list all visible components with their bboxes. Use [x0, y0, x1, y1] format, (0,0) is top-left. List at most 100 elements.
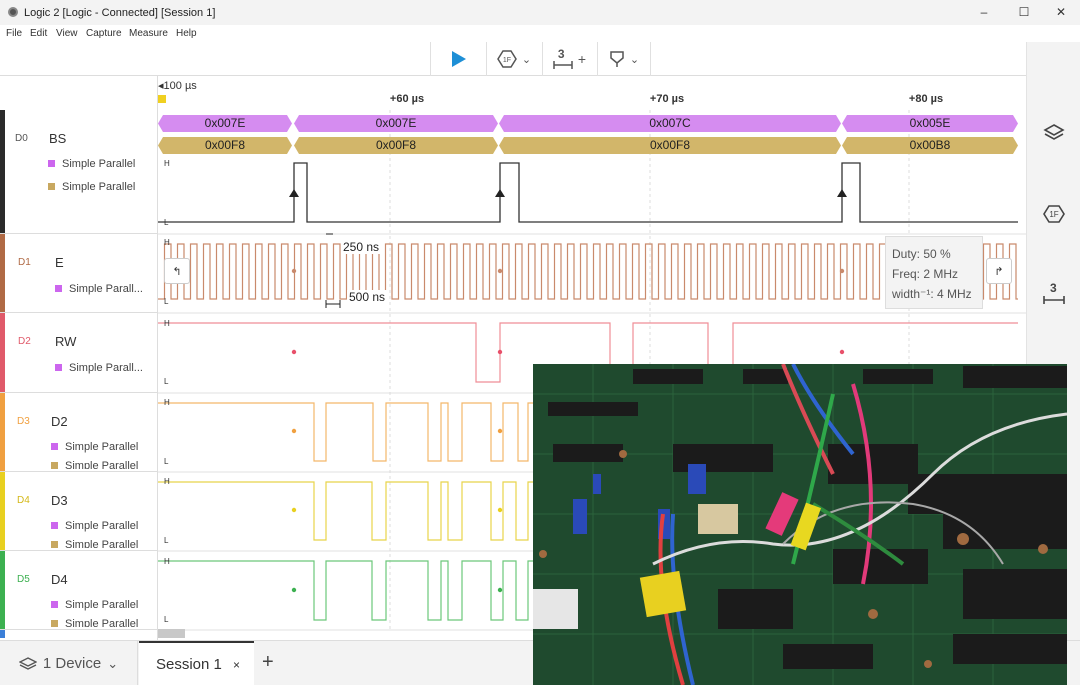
channel-row-d1[interactable]: D1 E Simple Parall... [0, 234, 158, 313]
analyzer-label[interactable]: Simple Parallel... [51, 539, 139, 548]
menu-bar: File Edit View Capture Measure Help [0, 25, 1080, 42]
next-edge-button[interactable]: ↱ [986, 258, 1012, 284]
high-level-marker: H [164, 477, 170, 486]
channel-name[interactable]: RW [55, 334, 77, 349]
menu-help[interactable]: Help [176, 28, 197, 39]
trigger-panel-icon[interactable]: 1F [1042, 203, 1066, 225]
maximize-icon[interactable]: ☐ [1018, 5, 1030, 19]
channel-name[interactable]: E [55, 255, 64, 270]
start-capture-button[interactable] [430, 42, 485, 76]
channel-number: D3 [17, 416, 30, 427]
time-tick: +80 µs [908, 93, 944, 105]
time-axis[interactable]: ◂100 µs +60 µs +70 µs +80 µs [158, 76, 1018, 110]
channel-number: D2 [18, 336, 31, 347]
analyzer-label[interactable]: Simple Parall... [55, 283, 145, 295]
app-logo-icon [8, 7, 18, 17]
trigger-icon-label: 1F [503, 57, 511, 64]
channel-color-bar [0, 110, 5, 233]
analyzer-label[interactable]: Simple Parall... [55, 362, 145, 374]
device-label: 1 Device [42, 655, 102, 672]
low-level-marker: L [164, 218, 169, 227]
channel-number: D1 [18, 257, 31, 268]
channel-color-bar [0, 551, 5, 629]
channel-row-d2[interactable]: D2 RW Simple Parall... [0, 313, 158, 393]
measurements-panel-icon[interactable]: 3 [1042, 281, 1066, 305]
menu-file[interactable]: File [6, 28, 23, 39]
decoded-frame[interactable]: 0x00F8 [294, 137, 498, 154]
channel-color-bar [0, 313, 5, 392]
low-level-marker: L [164, 457, 169, 466]
menu-view[interactable]: View [56, 28, 78, 39]
add-session-button[interactable]: + [262, 651, 274, 673]
analyzer-label[interactable]: Simple Parallel... [51, 441, 139, 453]
time-tick: +70 µs [649, 93, 685, 105]
window-title: Logic 2 [Logic - Connected] [Session 1] [24, 7, 216, 19]
chevron-down-icon: ⌄ [629, 53, 640, 66]
analyzers-layers-icon[interactable] [1042, 122, 1066, 144]
menu-edit[interactable]: Edit [30, 28, 48, 39]
channel-row-d3[interactable]: D3 D2 Simple Parallel... Simple Parallel… [0, 393, 158, 472]
high-level-marker: H [164, 319, 170, 328]
low-level-marker: L [164, 377, 169, 386]
freq-value: Freq: 2 MHz [892, 267, 959, 281]
horizontal-scrollbar-thumb[interactable] [158, 629, 185, 638]
channel-name[interactable]: D2 [51, 414, 68, 429]
close-window-icon[interactable]: ✕ [1055, 5, 1067, 19]
decoded-frame[interactable]: 0x007E [158, 115, 292, 132]
analyzer-label[interactable]: Simple Parallel... [51, 599, 139, 611]
plus-icon: + [577, 51, 587, 67]
trigger-settings-button[interactable]: 1F ⌄ [486, 42, 541, 76]
title-bar: Logic 2 [Logic - Connected] [Session 1] … [0, 0, 1080, 25]
high-level-marker: H [164, 557, 170, 566]
low-level-marker: L [164, 615, 169, 624]
width-inverse-value: width⁻¹: 4 MHz [892, 287, 972, 301]
channel-color-bar [0, 630, 5, 638]
channel-color-bar [0, 393, 5, 471]
menu-measure[interactable]: Measure [129, 28, 168, 39]
minimize-icon[interactable]: – [980, 5, 988, 19]
trigger-marker [158, 95, 166, 103]
channel-number: D5 [17, 574, 30, 585]
analyzer-label[interactable]: Simple Parallel... [51, 618, 139, 627]
decoded-frame[interactable]: 0x00B8 [842, 137, 1018, 154]
channel-name[interactable]: D4 [51, 572, 68, 587]
decoded-frame[interactable]: 0x00F8 [158, 137, 292, 154]
trigger-hexagon-icon: 1F [497, 50, 517, 68]
analyzer-label[interactable]: Simple Parallel ... [48, 181, 136, 193]
time-origin-label: ◂100 µs [158, 80, 197, 92]
channel-color-bar [0, 234, 5, 312]
prev-edge-icon: ↰ [172, 265, 182, 278]
decoded-frame[interactable]: 0x007C [499, 115, 841, 132]
prev-edge-button[interactable]: ↰ [164, 258, 190, 284]
channel-row-d0[interactable]: D0 BS Simple Parallel ... Simple Paralle… [0, 110, 158, 234]
channel-name[interactable]: D3 [51, 493, 68, 508]
session-tab-label: Session 1 [156, 656, 222, 673]
decoded-frame[interactable]: 0x00F8 [499, 137, 841, 154]
channel-number: D4 [17, 495, 30, 506]
capture-toolbar: 1F ⌄ 3 + ⌄ [0, 42, 1080, 76]
play-icon [452, 51, 466, 67]
decoded-frame[interactable]: 0x007E [294, 115, 498, 132]
high-level-marker: H [164, 238, 170, 247]
analyzer-label[interactable]: Simple Parallel... [51, 520, 139, 532]
channel-row-d5[interactable]: D5 D4 Simple Parallel... Simple Parallel… [0, 551, 158, 630]
decoded-frame[interactable]: 0x005E [842, 115, 1018, 132]
duty-value: Duty: 50 % [892, 247, 951, 261]
analyzer-label[interactable]: Simple Parallel ... [48, 158, 136, 170]
analyzer-label[interactable]: Simple Parallel... [51, 460, 139, 469]
waveform-d0 [158, 162, 1018, 223]
channel-number: D0 [15, 133, 28, 144]
marker-button[interactable]: ⌄ [597, 42, 651, 76]
channel-name[interactable]: BS [49, 131, 67, 146]
menu-capture[interactable]: Capture [86, 28, 122, 39]
svg-text:1F: 1F [1049, 210, 1058, 219]
low-level-marker: L [164, 297, 169, 306]
channel-row-d4[interactable]: D4 D3 Simple Parallel... Simple Parallel… [0, 472, 158, 551]
chevron-down-icon: ⌄ [521, 53, 532, 66]
device-selector-button[interactable]: 1 Device ⌄ [0, 641, 138, 685]
tab-session-1[interactable]: Session 1 × [139, 641, 254, 685]
add-measurement-button[interactable]: 3 + [542, 42, 596, 76]
channel-list: D0 BS Simple Parallel ... Simple Paralle… [0, 76, 158, 640]
close-tab-icon[interactable]: × [233, 657, 241, 672]
